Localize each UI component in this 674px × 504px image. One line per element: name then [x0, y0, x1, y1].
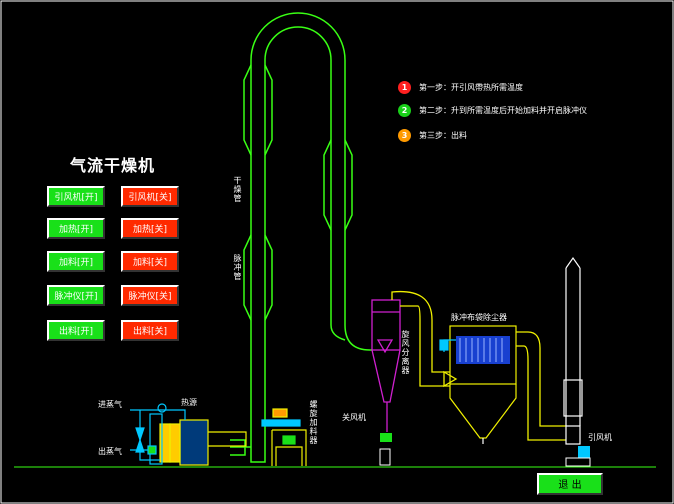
feed-off-button[interactable]: 加料[关]	[121, 251, 179, 272]
filter-bag-lines	[459, 338, 503, 362]
steam-in-label: 进蒸气	[98, 400, 122, 409]
feed-on-button[interactable]: 加料[开]	[47, 251, 105, 272]
pulse-pipe-label: 脉冲管	[233, 254, 242, 281]
airlock-valve	[380, 433, 392, 442]
discharge-bin	[379, 448, 391, 466]
screw-feeder	[261, 408, 307, 466]
cyclone-label: 旋风分离器	[401, 330, 410, 375]
discharge-on-button[interactable]: 出料[开]	[47, 320, 105, 341]
step-1-badge: 1	[398, 81, 411, 94]
step-1: 1 第一步：开引风帶热所需温度	[398, 81, 523, 94]
fan-duct	[516, 331, 566, 441]
heat-source-label: 热源	[181, 398, 197, 407]
dry-pipe-label: 干燥管	[233, 176, 242, 203]
heat-source	[149, 413, 209, 466]
steam-piping	[130, 403, 186, 461]
bag-filter	[449, 325, 517, 444]
fan-label: 引风机	[588, 433, 612, 442]
exit-button[interactable]: 退 出	[537, 473, 603, 495]
bag-filter-label: 脉冲布袋除尘器	[451, 313, 507, 322]
heat-off-button[interactable]: 加热[关]	[121, 218, 179, 239]
feeder-label: 螺旋加料器	[309, 400, 318, 445]
page-title: 气流干燥机	[70, 156, 156, 175]
drying-pipe	[230, 12, 372, 463]
fan-on-button[interactable]: 引风机[开]	[47, 186, 105, 207]
pulse-pipe	[439, 339, 456, 352]
step-3-badge: 3	[398, 129, 411, 142]
fan-base	[565, 457, 591, 467]
step-2: 2 第二步：升到所需温度后开始加料并开启脉冲仪	[398, 104, 587, 117]
filter-bags	[456, 336, 510, 364]
discharge-off-button[interactable]: 出料[关]	[121, 320, 179, 341]
hot-air-duct	[208, 431, 247, 447]
step-3-text: 第三步：出料	[419, 131, 467, 140]
step-1-text: 第一步：开引风帶热所需温度	[419, 83, 523, 92]
airlock-label: 关风机	[342, 413, 366, 422]
pulse-off-button[interactable]: 脉冲仪[关]	[121, 285, 179, 306]
cyclone	[371, 299, 401, 432]
pulse-on-button[interactable]: 脉冲仪[开]	[47, 285, 105, 306]
fan-off-button[interactable]: 引风机[关]	[121, 186, 179, 207]
heat-on-button[interactable]: 加热[开]	[47, 218, 105, 239]
stack	[563, 256, 583, 445]
fan-motor	[578, 446, 590, 458]
step-2-text: 第二步：升到所需温度后开始加料并开启脉冲仪	[419, 106, 587, 115]
steam-out-label: 出蒸气	[98, 447, 122, 456]
step-3: 3 第三步：出料	[398, 129, 467, 142]
step-2-badge: 2	[398, 104, 411, 117]
